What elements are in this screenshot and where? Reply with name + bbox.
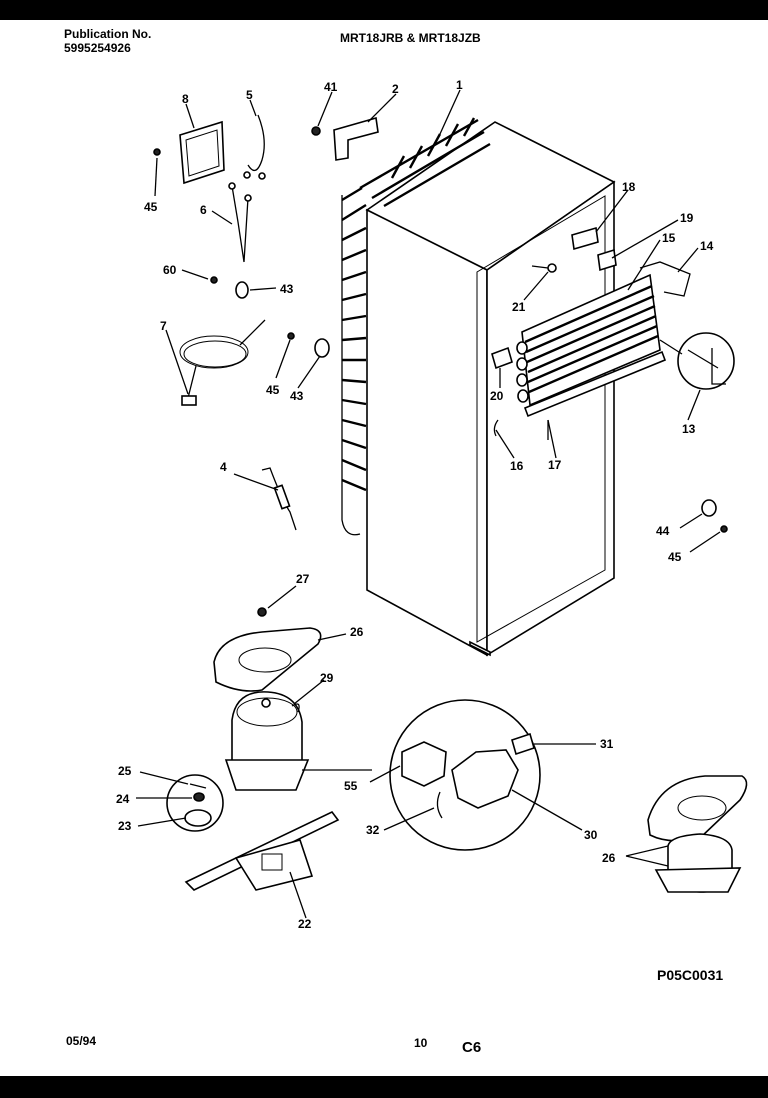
part-14-heater xyxy=(639,261,691,297)
bottom-border-bar xyxy=(0,1076,768,1098)
callout-26-b: 26 xyxy=(602,851,616,865)
callout-8: 8 xyxy=(182,92,189,106)
part-41-screw xyxy=(311,126,321,136)
evaporator xyxy=(516,273,667,418)
callout-7: 7 xyxy=(160,319,167,333)
callout-55: 55 xyxy=(344,779,358,793)
part-16-wire xyxy=(493,419,499,437)
model-numbers: MRT18JRB & MRT18JZB xyxy=(340,31,481,45)
refrigerator-cabinet xyxy=(365,121,616,657)
part-21-screw xyxy=(531,263,557,273)
callout-31: 31 xyxy=(600,737,614,751)
part-45-screw-c xyxy=(720,525,728,533)
parts-23-24-25-detail xyxy=(166,774,224,832)
diagram-code: P05C0031 xyxy=(657,967,724,983)
footer-date: 05/94 xyxy=(66,1034,97,1048)
part-20-terminal xyxy=(491,346,513,370)
callout-15: 15 xyxy=(662,231,676,245)
callout-22: 22 xyxy=(298,917,312,931)
callout-25: 25 xyxy=(118,764,132,778)
callout-27: 27 xyxy=(296,572,310,586)
callout-45-a: 45 xyxy=(144,200,158,214)
part-26-compressor-assembly xyxy=(647,775,748,893)
leader-lines xyxy=(136,89,721,919)
callout-5: 5 xyxy=(246,88,253,102)
callout-26-a: 26 xyxy=(350,625,364,639)
callout-14: 14 xyxy=(700,239,714,253)
part-19-clip xyxy=(597,248,617,272)
footer-section: C6 xyxy=(462,1039,482,1056)
part-43-clip-b xyxy=(314,338,330,358)
callout-32: 32 xyxy=(366,823,380,837)
part-43-clip-a xyxy=(235,281,249,299)
callout-19: 19 xyxy=(680,211,694,225)
part-45-screw-b xyxy=(287,332,295,340)
publication-label: Publication No. xyxy=(64,27,152,41)
condenser-coil xyxy=(341,117,491,536)
callout-2: 2 xyxy=(392,82,399,96)
part-27-grommet xyxy=(257,607,267,617)
compressor xyxy=(224,691,310,791)
relay-detail-circle xyxy=(389,699,541,851)
callout-41: 41 xyxy=(324,80,338,94)
part-13-detail-circle xyxy=(677,332,735,390)
publication-number: 5995254926 xyxy=(64,41,131,55)
part-60-screw xyxy=(210,276,218,284)
part-44-clamp xyxy=(701,499,717,517)
callout-6: 6 xyxy=(200,203,207,217)
callout-45-c: 45 xyxy=(668,550,682,564)
callout-44: 44 xyxy=(656,524,670,538)
part-4-sensor xyxy=(261,467,297,531)
callout-60: 60 xyxy=(163,263,177,277)
callout-23: 23 xyxy=(118,819,132,833)
part-18-bracket xyxy=(571,226,599,251)
footer-page-number: 10 xyxy=(414,1036,428,1050)
callout-21: 21 xyxy=(512,300,526,314)
part-22-bracket xyxy=(184,810,340,891)
callout-1: 1 xyxy=(456,78,463,92)
part-26-drain-pan xyxy=(213,627,322,692)
callout-43-b: 43 xyxy=(290,389,304,403)
callout-labels: 1 2 41 5 8 45 6 60 43 7 45 43 18 19 15 1… xyxy=(116,78,714,931)
callout-43-a: 43 xyxy=(280,282,294,296)
callout-13: 13 xyxy=(682,422,696,436)
part-5-wire xyxy=(243,114,266,180)
part-6-harness xyxy=(228,182,252,263)
callout-24: 24 xyxy=(116,792,130,806)
callout-20: 20 xyxy=(490,389,504,403)
callout-17: 17 xyxy=(548,458,562,472)
part-29-wire xyxy=(291,703,300,713)
part-2-bracket xyxy=(333,116,379,161)
top-border-bar xyxy=(0,0,768,20)
callout-29: 29 xyxy=(320,671,334,685)
callout-4: 4 xyxy=(220,460,227,474)
callout-18: 18 xyxy=(622,180,636,194)
callout-30: 30 xyxy=(584,828,598,842)
part-45-screw-a xyxy=(153,148,161,156)
callout-45-b: 45 xyxy=(266,383,280,397)
part-8-filter xyxy=(179,120,225,185)
part-7-power-cord xyxy=(179,319,266,406)
callout-16: 16 xyxy=(510,459,524,473)
